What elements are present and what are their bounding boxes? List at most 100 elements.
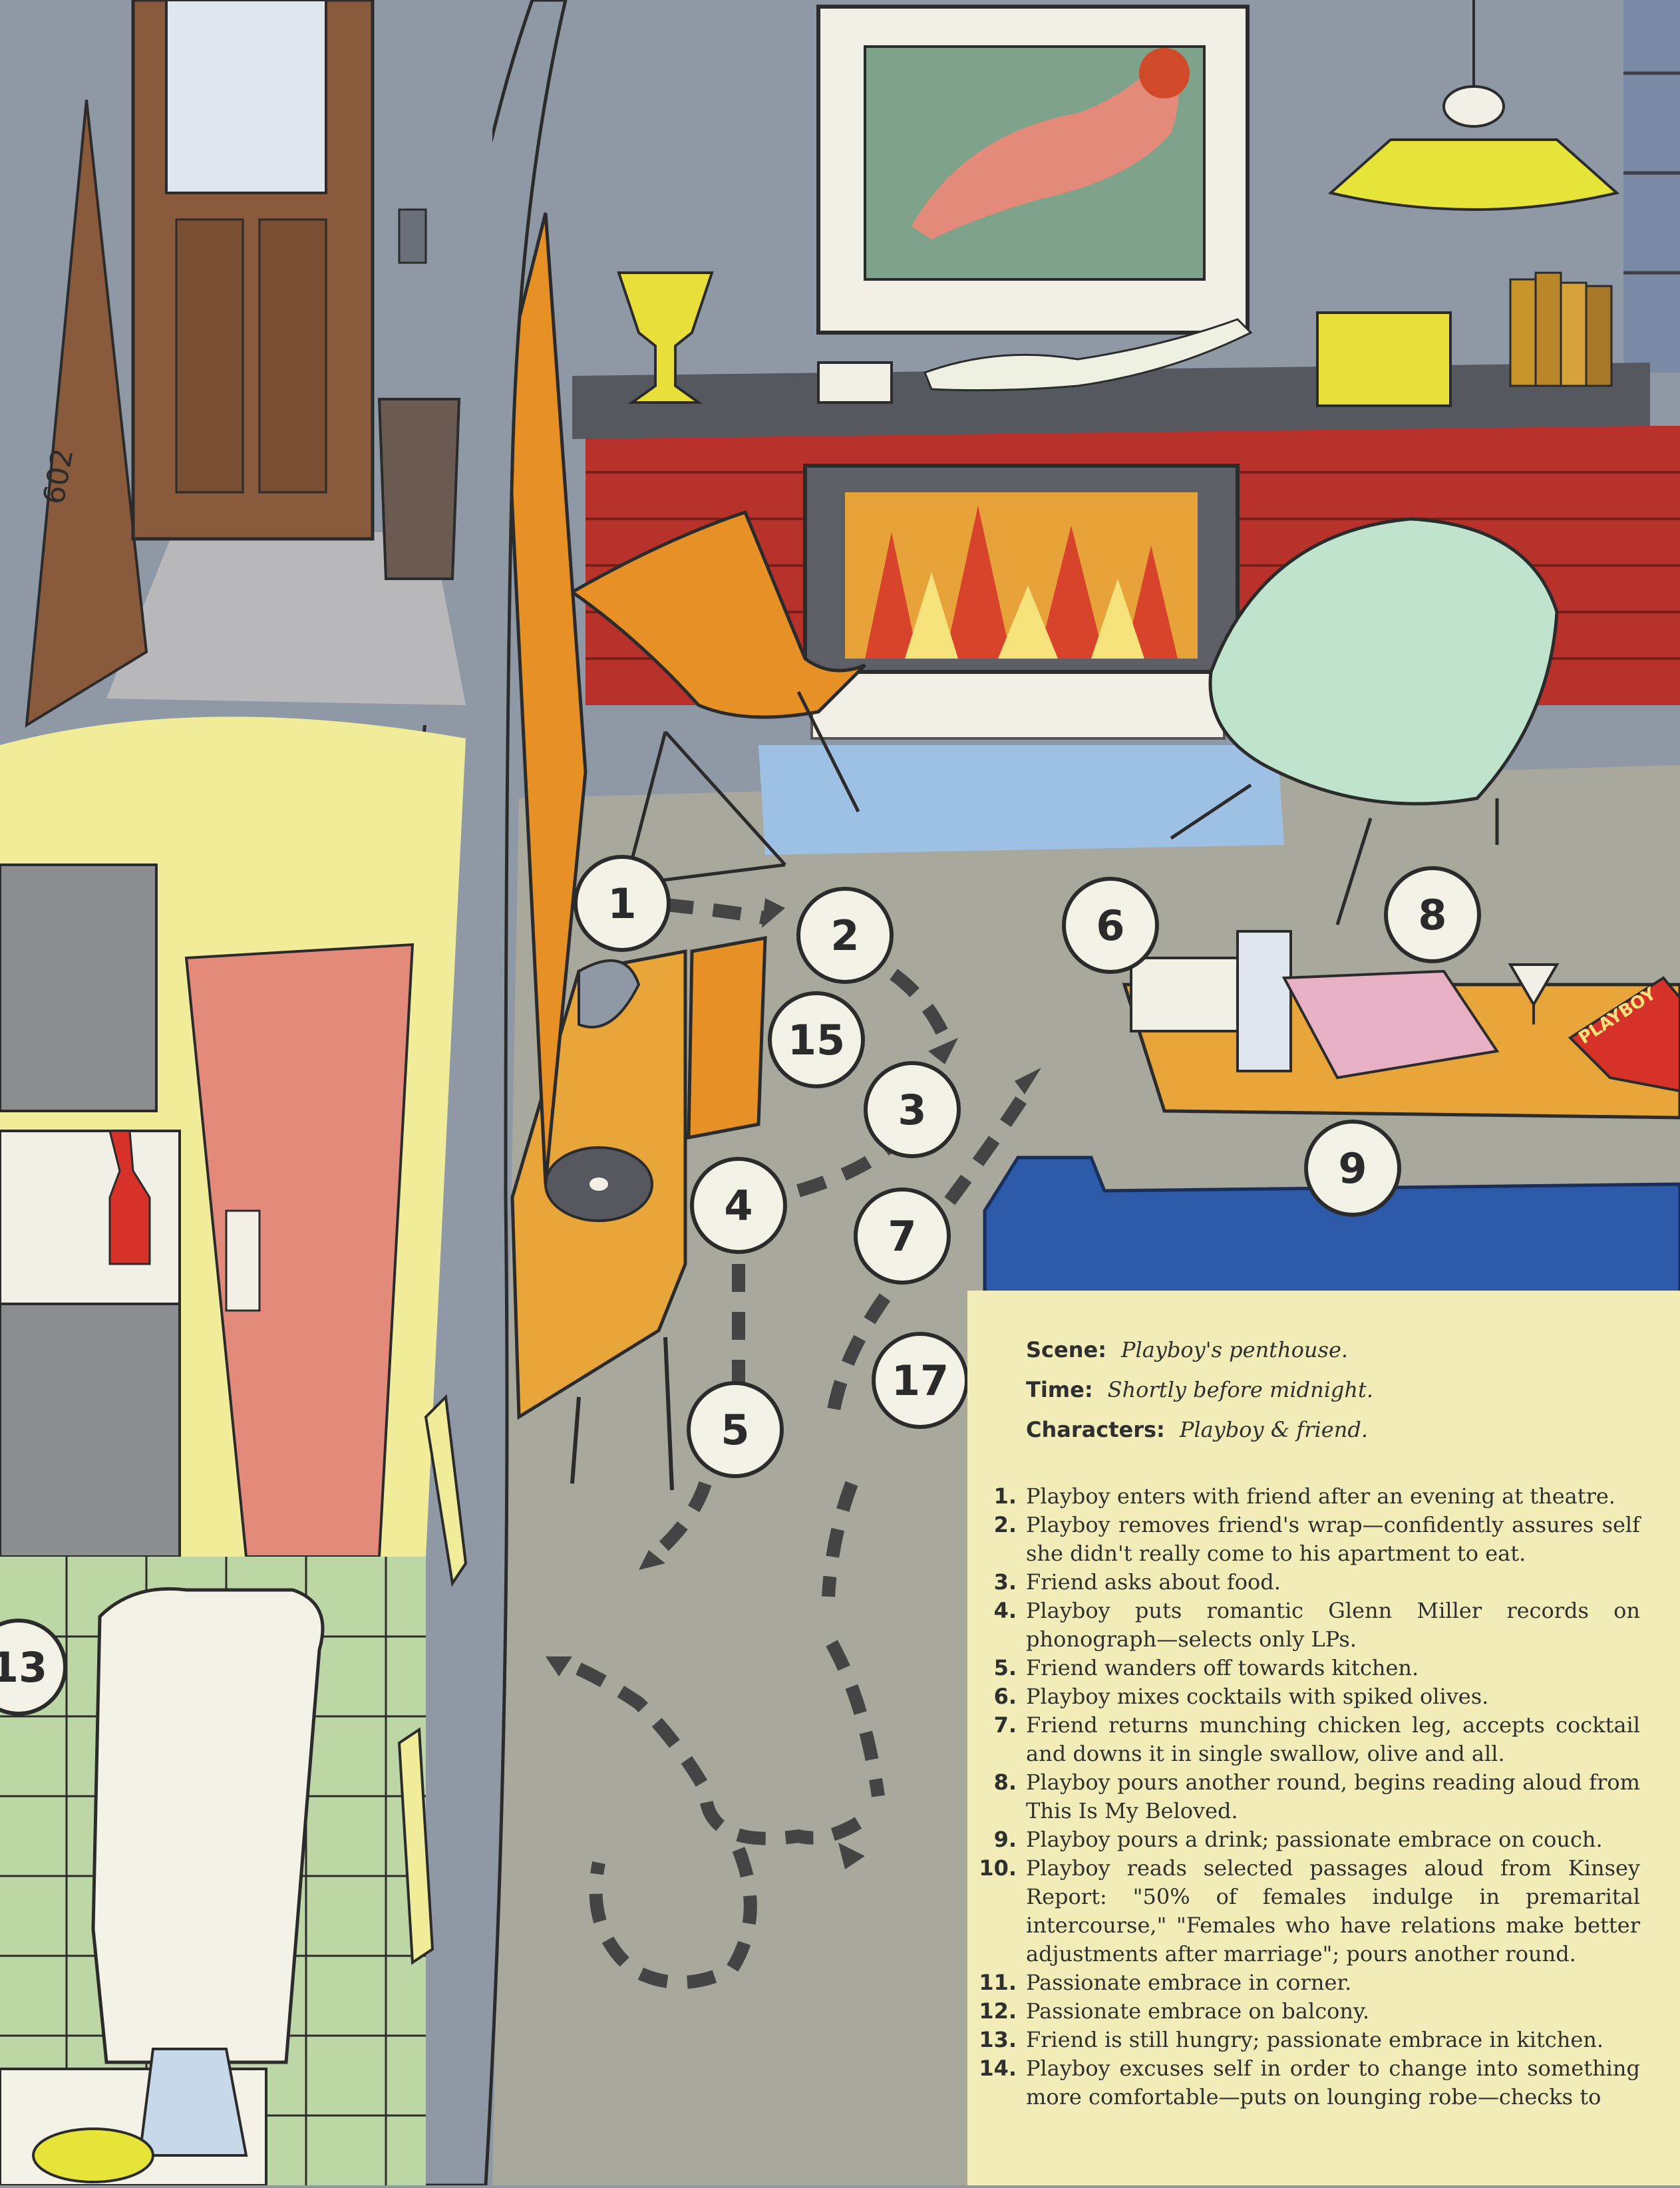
event-number: 3. [993, 1569, 1017, 1595]
list-item: 4. Playboy puts romantic Glenn Miller rec… [967, 1597, 1640, 1654]
upper-cabinet [0, 863, 158, 1112]
lower-cabinet [0, 1303, 181, 1558]
list-item: 8. Playboy pours another round, begins re… [967, 1768, 1640, 1825]
characters-label: Characters: [1026, 1417, 1165, 1442]
scene-value: Playboy's penthouse. [1121, 1337, 1349, 1362]
marker-2: 2 [796, 887, 894, 984]
hearth [810, 664, 1226, 740]
list-item: 9. Playboy pours a drink; passionate embr… [967, 1825, 1640, 1854]
list-item: 11. Passionate embrace in corner. [967, 1968, 1640, 1997]
wall-frame-lower [397, 1727, 434, 1965]
event-number: 11. [979, 1970, 1017, 1995]
book [817, 361, 893, 404]
pink-tray [1281, 969, 1500, 1080]
open-door [504, 212, 588, 1185]
caption-panel: Scene: Playboy's penthouse. Time: Shortl… [967, 1291, 1680, 2185]
event-number: 14. [979, 2056, 1017, 2081]
trophy [617, 271, 714, 404]
wastebasket [377, 398, 461, 580]
event-number: 5. [993, 1655, 1017, 1680]
list-item: 6. Playboy mixes cocktails with spiked ol… [967, 1682, 1640, 1711]
cabinet-lid [687, 935, 767, 1140]
martini-glass [1508, 963, 1560, 1007]
characters-row: Characters: Playboy & friend. [1026, 1417, 1640, 1457]
event-text: Playboy pours another round, begins read… [1026, 1770, 1640, 1823]
characters-value: Playboy & friend. [1179, 1417, 1368, 1442]
door-window [165, 0, 327, 194]
event-text: Playboy reads selected passages aloud fr… [1026, 1855, 1640, 1966]
event-number: 6. [993, 1684, 1017, 1709]
event-text: Friend asks about food. [1026, 1569, 1281, 1595]
record-label [589, 1177, 608, 1191]
event-number: 7. [993, 1712, 1017, 1738]
time-label: Time: [1026, 1377, 1093, 1402]
marker-8: 8 [1384, 866, 1481, 963]
marker-7: 7 [854, 1187, 951, 1285]
event-text: Playboy puts romantic Glenn Miller recor… [1026, 1598, 1640, 1652]
list-item: 12. Passionate embrace on balcony. [967, 1997, 1640, 2026]
hanging-lamp [1327, 138, 1620, 211]
event-list: 1. Playboy enters with friend after an ev… [967, 1482, 1640, 2111]
event-number: 13. [979, 2027, 1017, 2052]
womb-chair [1208, 517, 1559, 806]
rug [758, 745, 1284, 855]
scene-row: Scene: Playboy's penthouse. [1026, 1337, 1640, 1377]
event-text: Playboy enters with friend after an even… [1026, 1484, 1615, 1509]
list-item: 13. Friend is still hungry; passionate em… [967, 2026, 1640, 2054]
event-text: Passionate embrace in corner. [1026, 1970, 1352, 1995]
hallway-floor [106, 532, 466, 705]
time-value: Shortly before midnight. [1107, 1377, 1374, 1402]
butterfly-chair [569, 510, 866, 719]
window-frame [1623, 0, 1680, 373]
list-item: 7. Friend returns munching chicken leg, a… [967, 1711, 1640, 1768]
marker-15: 15 [768, 991, 865, 1088]
event-text: Passionate embrace on balcony. [1026, 1998, 1369, 2024]
event-text: Friend is still hungry; passionate embra… [1026, 2027, 1604, 2052]
event-text: Friend returns munching chicken leg, acc… [1026, 1712, 1640, 1766]
wall-frame [424, 1394, 468, 1587]
door-handle [225, 1209, 261, 1312]
marker-4: 4 [690, 1157, 787, 1254]
event-number: 10. [979, 1855, 1017, 1881]
wall-switch [398, 208, 427, 264]
event-number: 1. [993, 1484, 1017, 1509]
coffee-pot [138, 2048, 248, 2157]
list-item: 1. Playboy enters with friend after an ev… [967, 1482, 1640, 1511]
lamp-cap [1442, 85, 1505, 128]
event-number: 4. [993, 1598, 1017, 1623]
stove [91, 1587, 325, 2064]
cocktail-shaker [1236, 930, 1292, 1072]
list-item: 2. Playboy removes friend's wrap—confiden… [967, 1511, 1640, 1568]
list-item: 14.Playboy excuses self in order to chan… [967, 2054, 1640, 2111]
open-book [1130, 957, 1246, 1032]
driftwood [924, 318, 1253, 392]
mantel-box [1316, 311, 1452, 407]
marker-5: 5 [687, 1381, 784, 1478]
event-number: 12. [979, 1998, 1017, 2024]
apartment-door-602 [25, 99, 148, 728]
marker-17: 17 [872, 1332, 969, 1429]
painting-figure [912, 60, 1179, 239]
marker-6: 6 [1062, 877, 1159, 974]
list-item: 10. Playboy reads selected passages aloud… [967, 1854, 1640, 1968]
event-text: Playboy mixes cocktails with spiked oliv… [1026, 1684, 1489, 1709]
time-row: Time: Shortly before midnight. [1026, 1377, 1640, 1417]
event-number: 9. [993, 1827, 1017, 1852]
marker-3: 3 [864, 1061, 961, 1158]
event-text: Friend wanders off towards kitchen. [1026, 1655, 1419, 1680]
event-text: Playboy removes friend's wrap—confidentl… [1026, 1512, 1640, 1566]
event-number: 8. [993, 1770, 1017, 1795]
phono-lamp [578, 959, 641, 1028]
list-item: 3. Friend asks about food. [967, 1568, 1640, 1597]
scene-label: Scene: [1026, 1337, 1106, 1362]
marker-1: 1 [574, 855, 671, 952]
snack-plate [32, 2127, 154, 2183]
path-arrows [563, 898, 1037, 1989]
event-number: 2. [993, 1512, 1017, 1537]
list-item: 5. Friend wanders off towards kitchen. [967, 1654, 1640, 1682]
event-text: Playboy pours a drink; passionate embrac… [1026, 1827, 1603, 1852]
marker-9: 9 [1304, 1120, 1401, 1217]
ketchup-bottle [108, 1130, 151, 1265]
counter [0, 1130, 181, 1305]
